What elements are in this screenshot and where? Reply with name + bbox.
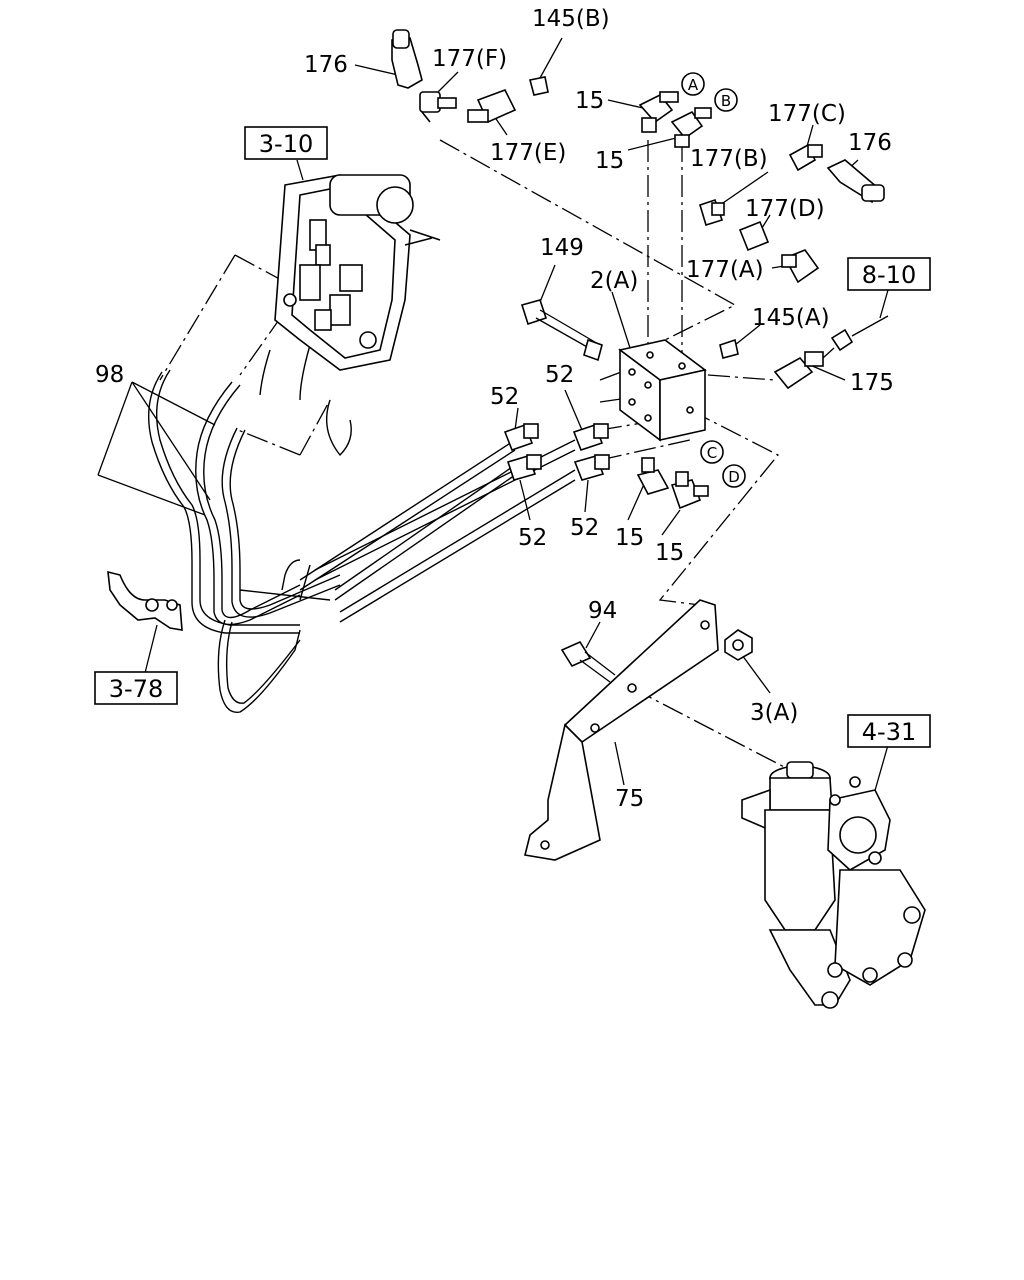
svg-text:C: C [707, 444, 717, 462]
plug-177b [699, 198, 725, 227]
fittings-52 [503, 423, 610, 481]
nut-3a [724, 629, 753, 661]
dashed-leader-lines [159, 139, 791, 771]
callout-176-right: 176 [848, 130, 892, 156]
elbow-15-b [670, 107, 712, 148]
elbow-15-c [636, 457, 670, 495]
svg-text:8-10: 8-10 [862, 261, 916, 289]
elbow-177f [419, 91, 457, 123]
plug-145b [529, 76, 549, 96]
brake-pipe-bundle [147, 344, 576, 714]
ref-box-3-10[interactable]: 3-10 [244, 126, 328, 160]
connector-b: B [714, 88, 738, 112]
callout-145b: 145(B) [532, 6, 610, 32]
callout-15-a: 15 [575, 88, 604, 114]
plug-145a [719, 338, 739, 359]
callout-177d: 177(D) [745, 196, 825, 222]
callout-52-a: 52 [490, 384, 519, 410]
callout-177a: 177(A) [686, 257, 764, 283]
callout-175: 175 [850, 370, 894, 396]
callout-177e: 177(E) [490, 140, 566, 166]
coupler-177d [738, 220, 770, 252]
elbow-15-d [670, 471, 709, 510]
steering-gearbox [741, 761, 926, 1009]
callout-177c: 177(C) [768, 101, 846, 127]
callout-2a: 2(A) [590, 268, 638, 294]
callout-149: 149 [540, 235, 584, 261]
pipe-clamp [107, 570, 183, 631]
fitting-177c [788, 143, 823, 172]
adapter-177e [467, 89, 517, 124]
brake-valve-assembly [274, 174, 441, 371]
callout-52-b: 52 [545, 362, 574, 388]
sensor-176-right [826, 159, 885, 204]
svg-text:A: A [688, 76, 699, 94]
callout-15-c: 15 [615, 525, 644, 551]
ref-box-8-10[interactable]: 8-10 [847, 257, 931, 291]
distribution-block [618, 339, 707, 442]
callout-176-left: 176 [304, 52, 348, 78]
connector-a: A [681, 72, 705, 96]
connector-c: C [700, 440, 724, 464]
elbow-177a [781, 249, 820, 284]
sensor-176-left [391, 29, 423, 89]
callout-94: 94 [588, 598, 617, 624]
bolt-149 [520, 299, 603, 362]
svg-text:D: D [728, 468, 740, 486]
callout-145a: 145(A) [752, 305, 830, 331]
connector-d: D [722, 464, 746, 488]
callout-75: 75 [615, 786, 644, 812]
svg-text:3-78: 3-78 [109, 675, 163, 703]
elbow-15-a [638, 91, 679, 133]
callout-177b: 177(B) [690, 146, 768, 172]
callout-52-d: 52 [570, 515, 599, 541]
svg-text:3-10: 3-10 [259, 130, 313, 158]
callout-3a: 3(A) [750, 700, 798, 726]
ref-box-4-31[interactable]: 4-31 [847, 714, 931, 748]
ref-box-3-78[interactable]: 3-78 [94, 671, 178, 705]
callout-52-c: 52 [518, 525, 547, 551]
svg-text:4-31: 4-31 [862, 718, 916, 746]
svg-text:B: B [721, 92, 731, 110]
callout-labels: 145(B) 176 177(F) 177(E) 15 15 177(C) 17… [95, 6, 894, 812]
callout-15-d: 15 [655, 540, 684, 566]
callout-98: 98 [95, 362, 124, 388]
bracket-75 [524, 599, 719, 861]
sensor-175 [773, 315, 889, 390]
callout-15-b: 15 [595, 148, 624, 174]
callout-177f: 177(F) [432, 46, 507, 72]
bolt-94 [560, 640, 616, 683]
